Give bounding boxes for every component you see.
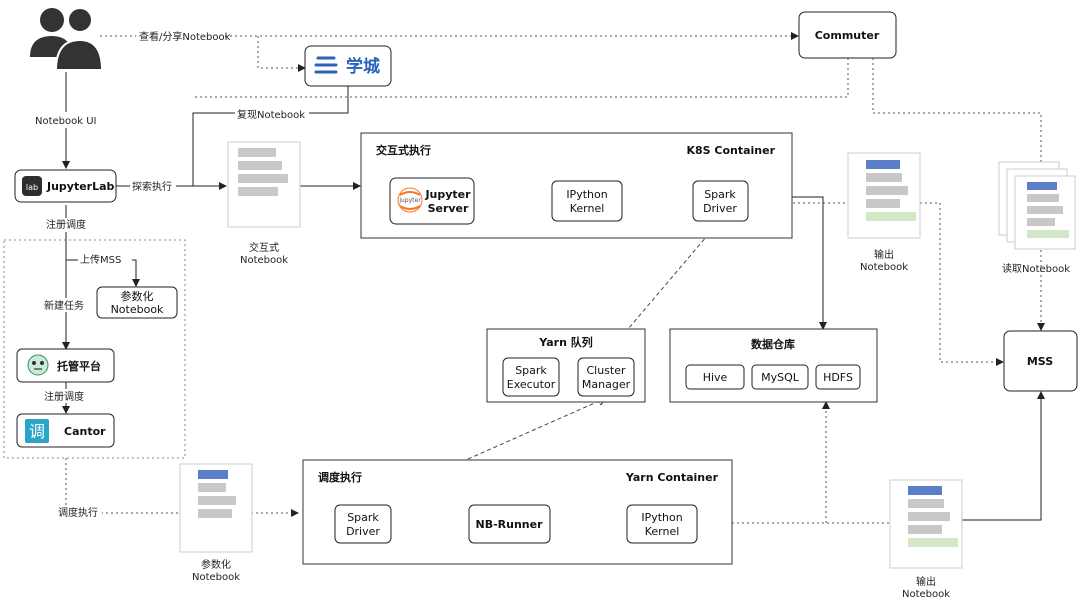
svg-text:Kernel: Kernel [645,525,680,538]
ipython-kernel-box: IPython Kernel [551,180,623,222]
dispatch-region [3,239,186,459]
svg-text:NB-Runner: NB-Runner [475,518,543,531]
cantor-logo-icon [25,419,49,443]
svg-text:Hive: Hive [703,371,728,384]
svg-text:IPython: IPython [566,188,607,201]
schedule-exec-label: 调度执行 [58,506,98,519]
svg-text:Spark: Spark [515,364,547,377]
svg-text:Notebook: Notebook [902,589,950,600]
warehouse-item-hdfs: HDFS [815,364,861,390]
svg-text:Server: Server [428,202,469,215]
yarn-queue-container: Yarn 队列 Spark Executor Cluster Manager [486,328,646,403]
svg-text:交互式: 交互式 [249,241,279,254]
svg-text:数据仓库: 数据仓库 [751,337,795,351]
param-notebook-box: 参数化 Notebook [96,286,178,319]
output-notebook-top: 输出 Notebook [847,152,921,273]
svg-text:Spark: Spark [704,188,736,201]
spark-executor-box: Spark Executor [502,357,560,397]
jupyter-logo-icon: jupyter [397,187,423,213]
svg-text:读取Notebook: 读取Notebook [1002,262,1070,275]
cantor-box: 调 Cantor [16,413,115,448]
svg-text:Notebook: Notebook [860,262,908,273]
people-icon [30,7,104,71]
jupyterlab-logo-icon [22,176,42,196]
svg-text:MSS: MSS [1027,355,1053,368]
svg-text:Yarn 队列: Yarn 队列 [538,335,592,349]
schedule-ipython-kernel-box: IPython Kernel [626,504,698,544]
svg-text:Jupyter: Jupyter [424,188,471,201]
share-label: 查看/分享Notebook [139,30,231,43]
svg-text:学城: 学城 [346,56,380,77]
svg-text:Cluster: Cluster [586,364,626,377]
jupyterlab-box: lab JupyterLab [14,169,117,203]
param-notebook-doc: 参数化 Notebook [179,463,253,583]
cluster-manager-box: Cluster Manager [577,357,635,397]
explore-label: 探索执行 [132,180,172,193]
svg-text:托管平台: 托管平台 [57,359,101,373]
upload-mss-label: 上传MSS [80,254,121,266]
xuecheng-logo-icon [314,56,338,74]
svg-text:Driver: Driver [703,202,737,215]
svg-text:JupyterLab: JupyterLab [46,180,115,193]
connectors [62,32,1045,527]
svg-text:参数化: 参数化 [121,289,154,303]
svg-text:输出: 输出 [874,248,894,261]
connector-labels: 查看/分享Notebook 复现Notebook 探索执行 Notebook U… [33,29,309,520]
schedule-spark-driver-box: Spark Driver [334,504,392,544]
svg-text:交互式执行: 交互式执行 [376,143,431,157]
output-notebook-bottom: 输出 Notebook [889,479,963,600]
svg-text:参数化: 参数化 [201,558,231,571]
jupyter-server-box: jupyter Jupyter Server [389,177,475,225]
svg-text:lab: lab [26,183,38,192]
svg-text:Executor: Executor [507,378,556,391]
svg-text:Notebook: Notebook [192,572,240,583]
schedule-exec-container: 调度执行 Yarn Container Spark Driver NB-Runn… [302,459,733,565]
svg-text:IPython: IPython [641,511,682,524]
svg-text:Yarn Container: Yarn Container [625,471,719,484]
reproduce-label: 复现Notebook [237,108,305,121]
tuoguan-box: 托管平台 [16,348,115,383]
xuecheng-box: 学城 [304,45,392,87]
svg-text:Commuter: Commuter [815,29,880,42]
warehouse-item-hive: Hive [685,364,745,390]
svg-text:Kernel: Kernel [570,202,605,215]
register2-label: 注册调度 [44,390,84,403]
notebook-ui-label: Notebook UI [35,116,97,127]
warehouse-item-mysql: MySQL [751,364,809,390]
svg-text:jupyter: jupyter [398,197,421,204]
data-warehouse-container: 数据仓库 Hive MySQL HDFS [669,328,878,403]
svg-text:Cantor: Cantor [64,425,106,438]
svg-text:Driver: Driver [346,525,380,538]
new-task-label: 新建任务 [44,299,84,312]
read-notebook-stack: 读取Notebook [998,161,1076,275]
mss-box: MSS [1003,330,1078,392]
svg-text:调度执行: 调度执行 [318,470,362,484]
svg-text:Notebook: Notebook [111,303,164,316]
commuter-box: Commuter [798,11,897,59]
svg-text:Manager: Manager [582,378,631,391]
svg-text:Spark: Spark [347,511,379,524]
svg-text:Notebook: Notebook [240,255,288,266]
interactive-exec-container: 交互式执行 K8S Container jupyter Jupyter Serv… [360,132,793,239]
svg-text:K8S Container: K8S Container [686,144,775,157]
svg-text:HDFS: HDFS [823,371,853,384]
interactive-notebook-doc: 交互式 Notebook [227,141,301,266]
svg-text:MySQL: MySQL [761,371,800,384]
spark-driver-box: Spark Driver [692,180,749,222]
svg-text:调: 调 [29,422,45,441]
svg-text:输出: 输出 [916,575,936,588]
robot-icon [27,354,49,376]
register-label: 注册调度 [46,218,86,231]
nb-runner-box: NB-Runner [468,504,551,544]
